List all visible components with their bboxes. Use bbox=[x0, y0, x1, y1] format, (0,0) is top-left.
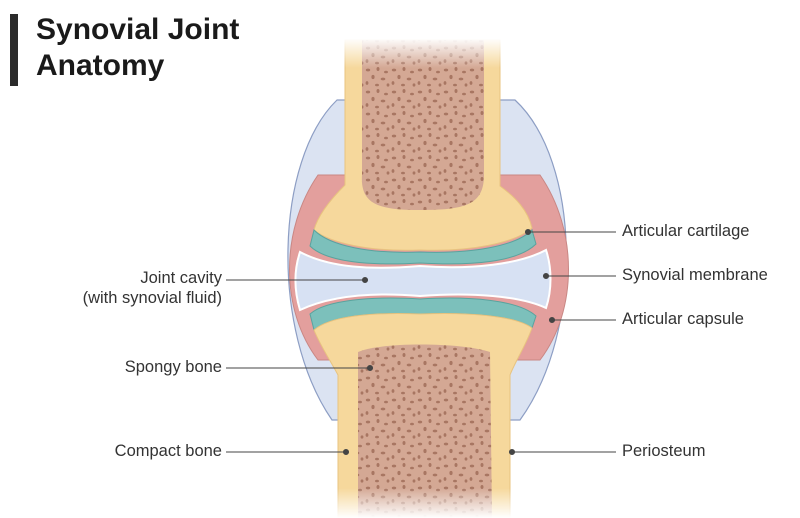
leader-joint-cavity-dot bbox=[363, 278, 368, 283]
label-articular-capsule: Articular capsule bbox=[622, 310, 744, 329]
leader-compact-bone-dot bbox=[344, 450, 349, 455]
top-fade bbox=[330, 38, 520, 68]
label-synovial-membrane: Synovial membrane bbox=[622, 266, 768, 285]
label-joint-cavity-line-1: Joint cavity bbox=[83, 268, 222, 288]
label-spongy-bone: Spongy bone bbox=[125, 358, 222, 377]
bottom-fade bbox=[330, 488, 520, 518]
label-compact-bone: Compact bone bbox=[115, 442, 222, 461]
leader-spongy-bone-dot bbox=[368, 366, 373, 371]
leader-articular-capsule-dot bbox=[550, 318, 555, 323]
leader-synovial-membrane-dot bbox=[544, 274, 549, 279]
label-joint-cavity: Joint cavity (with synovial fluid) bbox=[83, 268, 222, 308]
label-articular-cartilage: Articular cartilage bbox=[622, 222, 749, 241]
label-joint-cavity-line-2: (with synovial fluid) bbox=[83, 288, 222, 308]
leader-periosteum-dot bbox=[510, 450, 515, 455]
leader-articular-cartilage-dot bbox=[526, 230, 531, 235]
label-periosteum: Periosteum bbox=[622, 442, 705, 461]
